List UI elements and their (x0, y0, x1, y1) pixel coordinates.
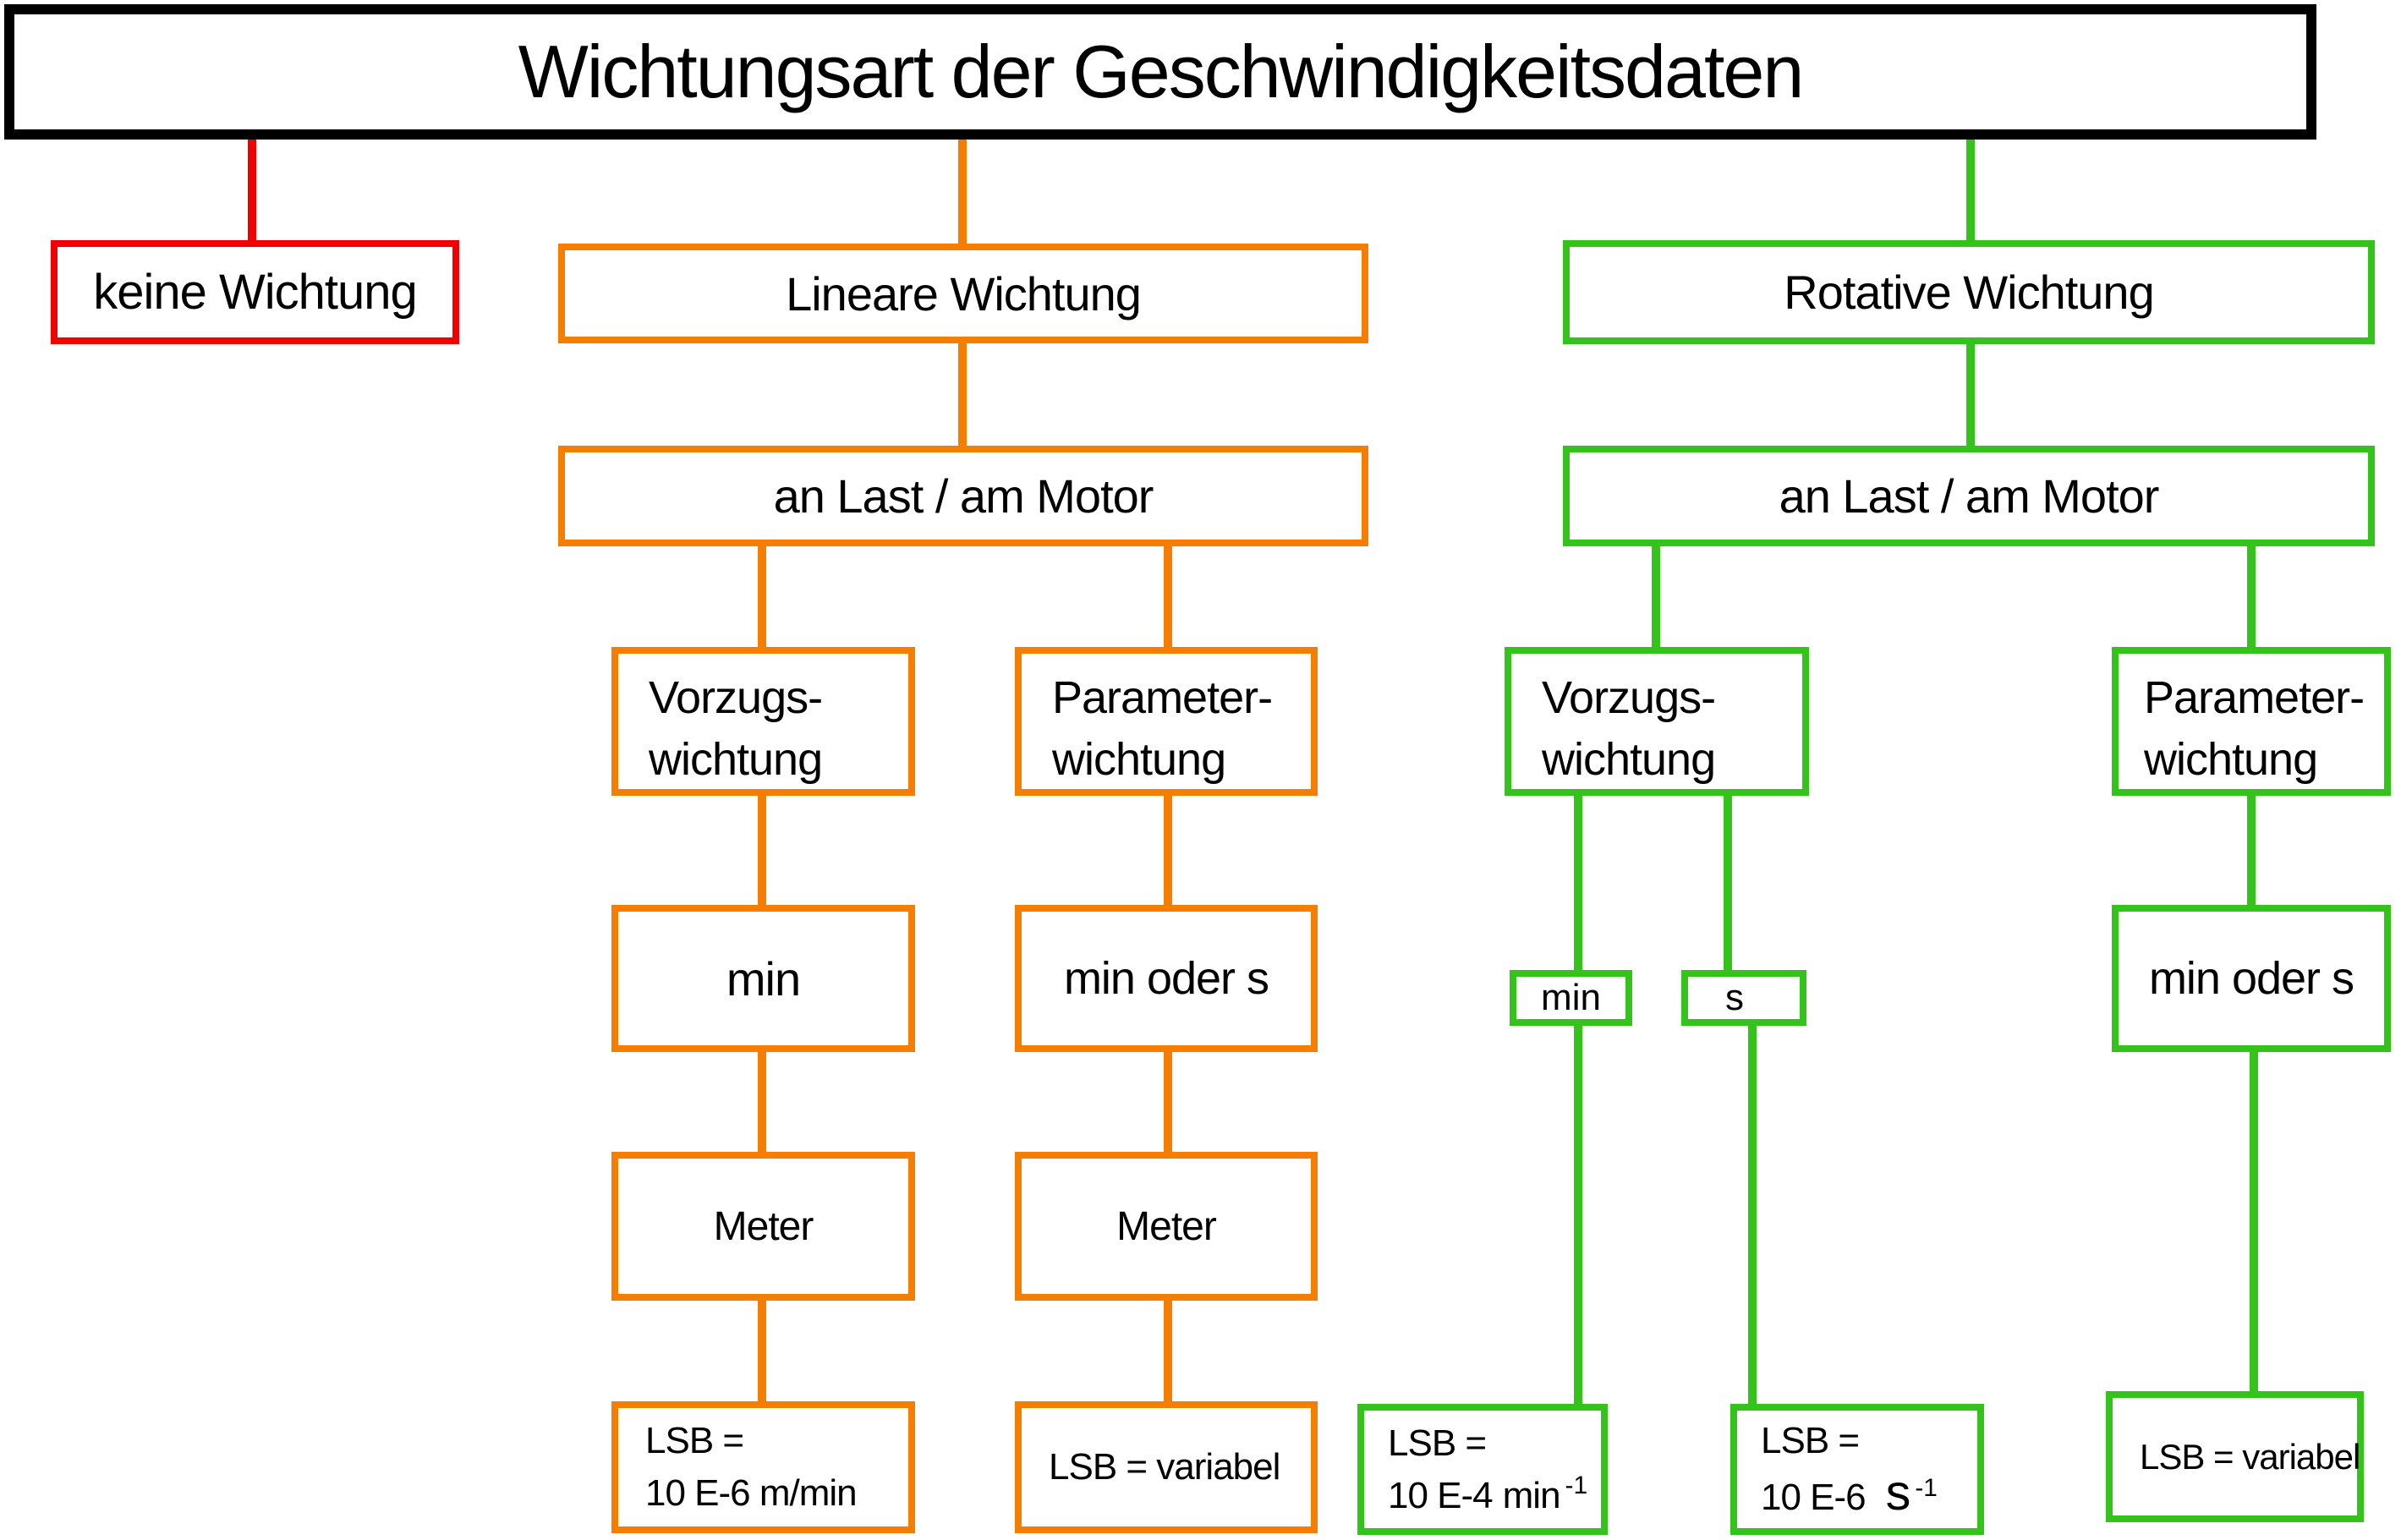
connector-param-minoders-linear (1164, 794, 1172, 907)
connector-title-keine (248, 140, 256, 242)
connector-anlast-param-rotativ (2247, 545, 2256, 649)
node-an-last-rotativ-label: an Last / am Motor (1779, 469, 2160, 523)
param-rotativ-line2: wichtung (2144, 733, 2318, 785)
node-lsb-param-rotativ: LSB = variabel (2106, 1391, 2364, 1522)
lsb-param-linear-label: LSB = variabel (1049, 1446, 1280, 1488)
node-unit-min-oder-s-rotativ: min oder s (2112, 905, 2391, 1052)
node-unit-s-rotativ: s (1681, 970, 1806, 1026)
node-keine-wichtung-label: keine Wichtung (93, 265, 418, 320)
node-parameterwichtung-linear: Parameter- wichtung (1015, 647, 1318, 796)
connector-minoders-lsb-rotativ (2250, 1050, 2258, 1394)
connector-vorzug-min-linear (758, 794, 766, 907)
node-meter-param: Meter (1015, 1152, 1318, 1301)
node-parameterwichtung-rotativ: Parameter- wichtung (2112, 647, 2391, 796)
lsb-rotativ-s-base: 10 E-6 (1761, 1477, 1867, 1518)
lsb-param-rotativ-label: LSB = variabel (2140, 1436, 2360, 1477)
title-box: Wichtungsart der Geschwindigkeitsdaten (4, 4, 2316, 140)
lsb-rotativ-s-line1: LSB = (1761, 1420, 1860, 1462)
connector-lineare-anlast (958, 342, 967, 447)
connector-minoders-meter-param (1164, 1050, 1172, 1154)
page-title: Wichtungsart der Geschwindigkeitsdaten (518, 30, 1805, 113)
node-an-last-am-motor-rotativ: an Last / am Motor (1563, 446, 2375, 546)
connector-vorzug-min-rotativ (1574, 794, 1582, 972)
connector-title-rotative (1966, 140, 1975, 242)
lsb-rotativ-min-exponent: -1 (1565, 1471, 1588, 1500)
connector-meter-lsb-param (1164, 1299, 1172, 1401)
lsb-rotativ-min-line1: LSB = (1388, 1422, 1487, 1464)
node-rotative-wichtung-label: Rotative Wichtung (1784, 266, 2154, 319)
connector-anlast-vorzug-linear (758, 545, 766, 649)
node-vorzugswichtung-linear: Vorzugs- wichtung (611, 647, 915, 796)
param-linear-line1: Parameter- (1052, 672, 1273, 723)
lsb-vorzug-linear-line1: LSB = (645, 1420, 744, 1462)
vorzug-linear-line1: Vorzugs- (649, 672, 823, 723)
node-unit-min-rotativ: min (1510, 970, 1632, 1026)
connector-vorzug-s-rotativ (1724, 794, 1732, 972)
node-meter-vorzug: Meter (611, 1152, 915, 1301)
node-rotative-wichtung: Rotative Wichtung (1563, 240, 2375, 344)
connector-anlast-vorzug-rotativ (1652, 545, 1660, 649)
node-lsb-vorzug-linear: LSB = 10 E-6 m/min (611, 1401, 915, 1533)
lsb-vorzug-linear-line2: 10 E-6 m/min (645, 1472, 858, 1514)
unit-s-rotativ-label: s (1725, 977, 1744, 1018)
connector-param-minoders-rotativ (2247, 794, 2256, 907)
param-rotativ-line1: Parameter- (2144, 672, 2365, 723)
lsb-rotativ-s-line2: 10 E-6 s -1 (1761, 1467, 1938, 1524)
node-unit-min-linear: min (611, 905, 915, 1052)
lsb-rotativ-min-base: 10 E-4 (1388, 1474, 1494, 1516)
unit-min-linear-label: min (726, 951, 801, 1006)
node-an-last-linear-label: an Last / am Motor (773, 469, 1154, 523)
unit-minoders-linear-label: min oder s (1063, 953, 1269, 1004)
node-vorzugswichtung-rotativ: Vorzugs- wichtung (1505, 647, 1809, 796)
unit-minoders-rotativ-label: min oder s (2148, 953, 2354, 1004)
connector-meter-lsb-vorzug (758, 1299, 766, 1401)
lsb-rotativ-s-exponent: -1 (1915, 1473, 1938, 1502)
meter-param-label: Meter (1116, 1203, 1217, 1249)
connector-rotative-anlast (1966, 343, 1975, 447)
lsb-rotativ-min-line2: 10 E-4 min -1 (1388, 1470, 1587, 1522)
connector-anlast-param-linear (1164, 545, 1172, 649)
connector-title-lineare (958, 140, 967, 245)
connector-min-lsb-rotativ (1574, 1024, 1582, 1406)
node-lsb-param-linear: LSB = variabel (1015, 1401, 1318, 1533)
meter-vorzug-label: Meter (713, 1203, 814, 1249)
lsb-rotativ-min-unit: min (1502, 1474, 1561, 1516)
connector-s-lsb-rotativ (1748, 1024, 1757, 1406)
lsb-rotativ-s-unit: s (1885, 1464, 1911, 1521)
param-linear-line2: wichtung (1052, 733, 1226, 785)
node-lsb-rotativ-s: LSB = 10 E-6 s -1 (1730, 1404, 1984, 1535)
unit-min-rotativ-label: min (1541, 977, 1601, 1018)
node-an-last-am-motor-linear: an Last / am Motor (558, 446, 1368, 546)
connector-min-meter-vorzug (758, 1050, 766, 1154)
node-lineare-wichtung: Lineare Wichtung (558, 244, 1368, 343)
node-unit-min-oder-s-linear: min oder s (1015, 905, 1318, 1052)
node-lineare-wichtung-label: Lineare Wichtung (786, 266, 1142, 321)
node-lsb-rotativ-min: LSB = 10 E-4 min -1 (1357, 1404, 1608, 1535)
vorzug-rotativ-line2: wichtung (1542, 733, 1716, 785)
vorzug-linear-line2: wichtung (649, 733, 823, 785)
node-keine-wichtung: keine Wichtung (51, 240, 459, 344)
vorzug-rotativ-line1: Vorzugs- (1542, 672, 1716, 723)
